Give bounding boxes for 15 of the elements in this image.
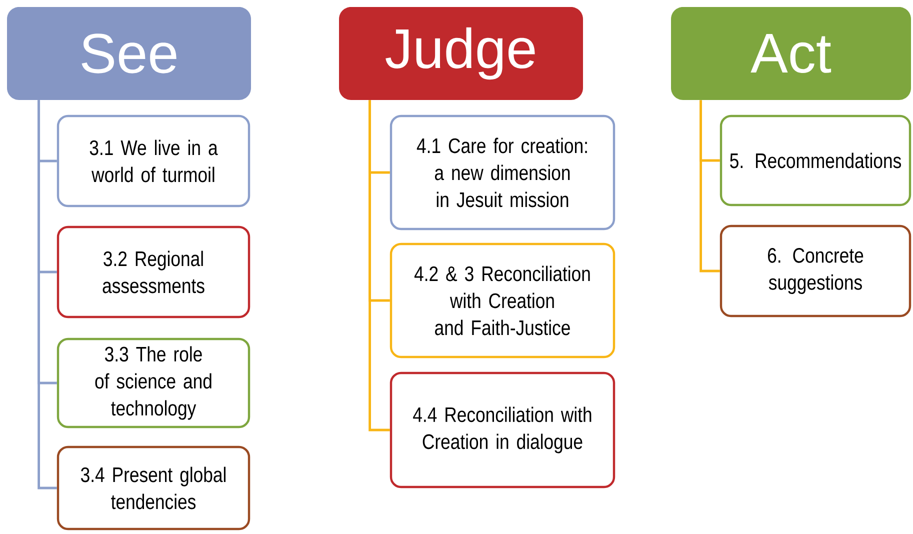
- heading-box: See: [7, 7, 251, 100]
- connector-line: [38, 100, 57, 490]
- connector-line: [700, 100, 720, 272]
- connector-line: [368, 100, 390, 432]
- section-box: 4.2 & 3 Reconciliation with Creation and Faith-Justice: [390, 242, 616, 358]
- heading-box: Judge: [339, 7, 583, 100]
- section-box: 5. Recommendations: [720, 114, 912, 206]
- section-box: 3.1 We live in a world of turmoil: [56, 114, 250, 208]
- section-box: 3.2 Regional assessments: [56, 226, 250, 318]
- section-box: 4.4 Reconciliation with Creation in dialogue: [390, 372, 616, 488]
- section-box: 6. Concrete suggestions: [720, 224, 912, 318]
- section-box: 3.4 Present global tendencies: [56, 446, 250, 530]
- section-box: 4.1 Care for creation: a new dimension in Jesuit mission: [390, 114, 616, 230]
- section-box: 3.3 The role of science and technology: [56, 338, 250, 428]
- heading-box: Act: [671, 7, 911, 100]
